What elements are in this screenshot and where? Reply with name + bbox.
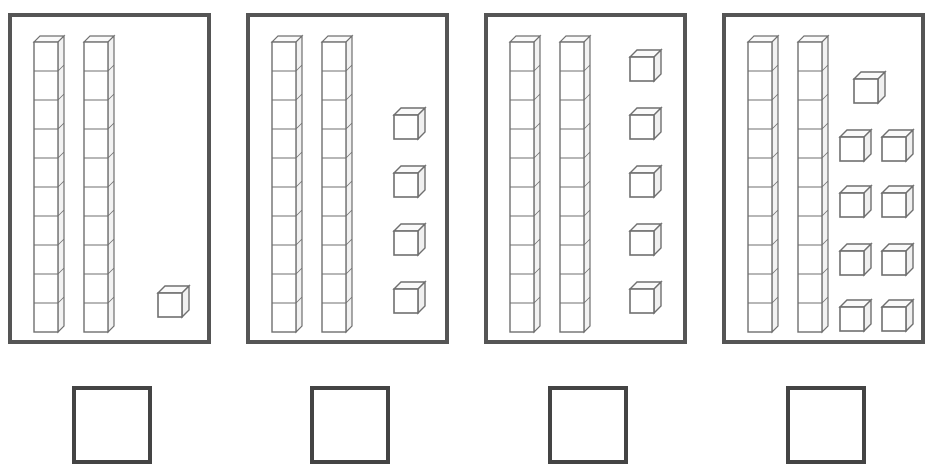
ten-rod: [510, 36, 540, 332]
unit-cube: [630, 166, 661, 197]
unit-cube: [158, 286, 189, 317]
answer-box-1[interactable]: [72, 386, 152, 464]
unit-cube: [882, 300, 913, 331]
ten-rod: [748, 36, 778, 332]
unit-cube: [394, 166, 425, 197]
ten-rod: [560, 36, 590, 332]
unit-cube: [630, 108, 661, 139]
blocks-drawing: [488, 17, 683, 340]
unit-cube: [630, 224, 661, 255]
blocks-drawing: [726, 17, 921, 340]
unit-cube: [840, 186, 871, 217]
ten-rod: [272, 36, 302, 332]
ten-rod: [84, 36, 114, 332]
answer-box-4[interactable]: [786, 386, 866, 464]
ten-rod: [322, 36, 352, 332]
unit-cube: [882, 186, 913, 217]
blocks-drawing: [12, 17, 207, 340]
blocks-panel-2: [246, 13, 449, 344]
unit-cube: [394, 224, 425, 255]
blocks-drawing: [250, 17, 445, 340]
ten-rod: [34, 36, 64, 332]
blocks-panel-3: [484, 13, 687, 344]
blocks-panel-1: [8, 13, 211, 344]
unit-cube: [840, 244, 871, 275]
unit-cube: [630, 50, 661, 81]
answer-box-3[interactable]: [548, 386, 628, 464]
answer-box-2[interactable]: [310, 386, 390, 464]
unit-cube: [840, 300, 871, 331]
blocks-panel-4: [722, 13, 925, 344]
unit-cube: [854, 72, 885, 103]
unit-cube: [882, 244, 913, 275]
ten-rod: [798, 36, 828, 332]
unit-cube: [840, 130, 871, 161]
unit-cube: [630, 282, 661, 313]
unit-cube: [882, 130, 913, 161]
unit-cube: [394, 282, 425, 313]
unit-cube: [394, 108, 425, 139]
